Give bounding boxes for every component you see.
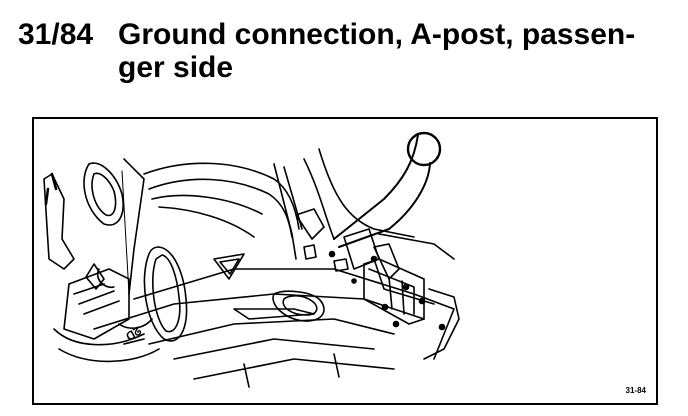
section-number: 31/84 <box>18 18 94 51</box>
section-title-line-2: ger side <box>118 51 234 84</box>
a-post-ground-illustration: ᗡᘔ <box>43 131 460 388</box>
section-title: Ground connection, A-post, passen- ger s… <box>118 18 668 84</box>
section-title-line-1: Ground connection, A-post, passen- <box>118 18 636 51</box>
illustration-frame: ᗡᘔ 31-84 <box>32 117 658 405</box>
figure-label: 31-84 <box>625 386 646 395</box>
